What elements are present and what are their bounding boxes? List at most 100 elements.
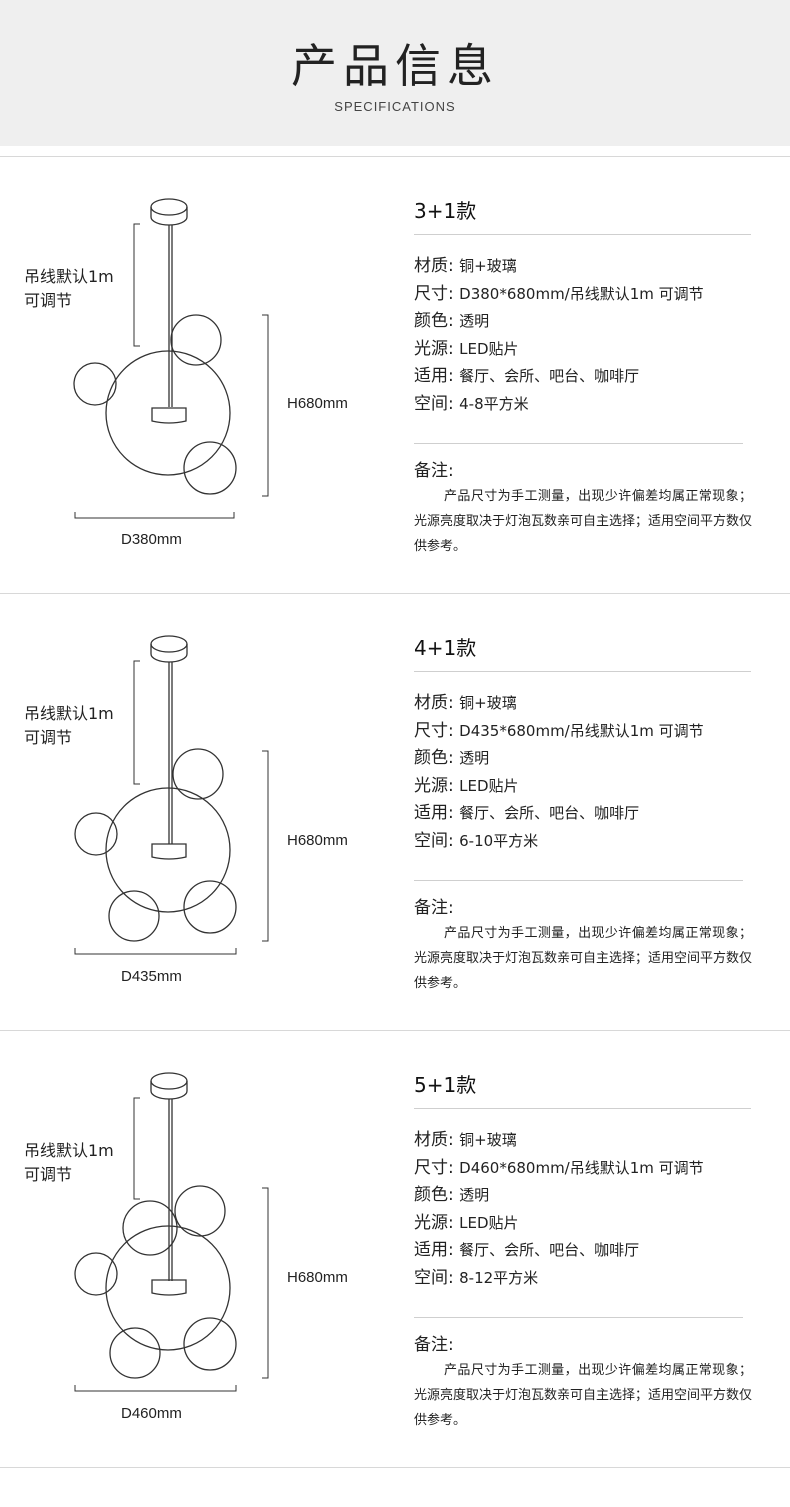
spec-value: 餐厅、会所、吧台、咖啡厅 (459, 1241, 640, 1260)
spec-value: 8-12平方米 (459, 1268, 539, 1287)
spec-key: 光源: (414, 338, 454, 359)
glass-globe-small (122, 1200, 178, 1256)
spec-key: 光源: (414, 775, 454, 796)
height-dimension-bracket (262, 314, 269, 497)
spec-row-usage: 适用: 餐厅、会所、吧台、咖啡厅 (414, 1237, 704, 1265)
page-title: 产品信息 (291, 39, 499, 93)
ceiling-canopy (150, 1072, 188, 1090)
spec-list: 材质: 铜+玻璃 尺寸: D380*680mm/吊线默认1m 可调节 颜色: 透… (414, 253, 704, 419)
spec-key: 空间: (414, 830, 454, 851)
glass-globe-large (105, 787, 231, 913)
divider (414, 671, 751, 672)
model-title: 3+1款 (414, 199, 477, 223)
divider (414, 1317, 743, 1318)
spec-list: 材质: 铜+玻璃 尺寸: D460*680mm/吊线默认1m 可调节 颜色: 透… (414, 1127, 704, 1293)
ceiling-canopy (150, 635, 188, 653)
cable-dimension-bracket (133, 223, 140, 347)
glass-globe-small (170, 314, 222, 366)
note-title: 备注: (414, 898, 454, 918)
spec-value: LED贴片 (459, 339, 519, 358)
diameter-dimension-bracket (74, 512, 235, 519)
spec-value: 铜+玻璃 (459, 694, 517, 712)
spec-row-light-source: 光源: LED贴片 (414, 1210, 704, 1238)
spec-value: 4-8平方米 (459, 394, 529, 413)
height-dimension-bracket (262, 1187, 269, 1379)
spec-value: D380*680mm/吊线默认1m 可调节 (459, 284, 704, 303)
spec-key: 空间: (414, 1267, 454, 1288)
spec-value: 铜+玻璃 (459, 257, 517, 275)
spec-row-light-source: 光源: LED贴片 (414, 336, 704, 364)
model-title: 5+1款 (414, 1073, 477, 1097)
spec-key: 适用: (414, 366, 454, 387)
note-text: 产品尺寸为手工测量，出现少许偏差均属正常现象；光源亮度取决于灯泡瓦数亲可自主选择… (414, 1363, 753, 1428)
cable-length-label: 吊线默认1m 可调节 (24, 1141, 114, 1184)
height-label: H680mm (287, 395, 348, 412)
cable-length-label: 吊线默认1m 可调节 (24, 267, 114, 310)
spec-row-material: 材质: 铜+玻璃 (414, 253, 704, 281)
spec-value: 铜+玻璃 (459, 1131, 517, 1149)
divider (414, 1108, 751, 1109)
model-title: 4+1款 (414, 636, 477, 660)
glass-globe-small (74, 812, 118, 856)
led-module (151, 407, 187, 424)
glass-globe-large (105, 1225, 231, 1351)
diameter-dimension-bracket (74, 948, 237, 955)
lamp-drawing-5plus1 (74, 1072, 269, 1392)
diameter-label: D460mm (121, 1405, 182, 1422)
spec-key: 材质: (414, 256, 454, 276)
height-dimension-bracket (262, 750, 269, 942)
note-text: 产品尺寸为手工测量，出现少许偏差均属正常现象；光源亮度取决于灯泡瓦数亲可自主选择… (414, 489, 753, 554)
spec-value: 透明 (459, 312, 490, 331)
glass-globe-small (109, 1327, 161, 1379)
glass-globe-small (174, 1185, 226, 1237)
header: 产品信息 SPECIFICATIONS (0, 0, 790, 146)
spec-key: 尺寸: (414, 720, 454, 741)
spec-value: 透明 (459, 1186, 490, 1205)
spec-key: 材质: (414, 1130, 454, 1150)
spec-row-size: 尺寸: D435*680mm/吊线默认1m 可调节 (414, 718, 704, 746)
diameter-label: D380mm (121, 531, 182, 548)
led-module (151, 1279, 187, 1296)
spec-value: 餐厅、会所、吧台、咖啡厅 (459, 804, 640, 823)
note-title: 备注: (414, 1335, 454, 1355)
spec-key: 适用: (414, 803, 454, 824)
cable-dimension-bracket (133, 1097, 140, 1200)
spec-key: 颜色: (414, 311, 454, 332)
divider (414, 443, 743, 444)
glass-globe-small (183, 441, 237, 495)
spec-row-material: 材质: 铜+玻璃 (414, 690, 704, 718)
glass-globe-small (183, 1317, 237, 1371)
spec-key: 尺寸: (414, 283, 454, 304)
ceiling-canopy (150, 198, 188, 216)
note-text: 产品尺寸为手工测量，出现少许偏差均属正常现象；光源亮度取决于灯泡瓦数亲可自主选择… (414, 926, 753, 991)
spec-key: 材质: (414, 693, 454, 713)
cable-dimension-bracket (133, 660, 140, 785)
spec-value: LED贴片 (459, 1213, 519, 1232)
spec-key: 颜色: (414, 748, 454, 769)
spec-row-space: 空间: 6-10平方米 (414, 828, 704, 856)
spec-row-space: 空间: 8-12平方米 (414, 1265, 704, 1293)
glass-globe-large (105, 350, 231, 476)
spec-value: 透明 (459, 749, 490, 768)
spec-row-color: 颜色: 透明 (414, 1182, 704, 1210)
spec-panel-4plus1: 吊线默认1m 可调节 H680mm D435mm 4+1款 材质: 铜+玻璃 尺… (0, 593, 790, 1030)
spec-panel-3plus1: 吊线默认1m 可调节 H680mm D380mm 3+1款 材质: 铜+玻璃 尺… (0, 156, 790, 593)
spec-row-space: 空间: 4-8平方米 (414, 391, 704, 419)
spec-list: 材质: 铜+玻璃 尺寸: D435*680mm/吊线默认1m 可调节 颜色: 透… (414, 690, 704, 856)
spec-row-usage: 适用: 餐厅、会所、吧台、咖啡厅 (414, 800, 704, 828)
spec-row-size: 尺寸: D380*680mm/吊线默认1m 可调节 (414, 281, 704, 309)
ceiling-canopy-body (150, 207, 188, 226)
lamp-drawing-4plus1 (74, 635, 269, 955)
diameter-label: D435mm (121, 968, 182, 985)
spec-row-size: 尺寸: D460*680mm/吊线默认1m 可调节 (414, 1155, 704, 1183)
cable-length-label: 吊线默认1m 可调节 (24, 704, 114, 747)
spec-key: 颜色: (414, 1185, 454, 1206)
spec-value: 餐厅、会所、吧台、咖啡厅 (459, 367, 640, 386)
note-title: 备注: (414, 461, 454, 481)
ceiling-canopy-body (150, 1081, 188, 1100)
spec-value: LED贴片 (459, 776, 519, 795)
spec-row-color: 颜色: 透明 (414, 308, 704, 336)
spec-row-material: 材质: 铜+玻璃 (414, 1127, 704, 1155)
diameter-dimension-bracket (74, 1385, 237, 1392)
spec-row-light-source: 光源: LED贴片 (414, 773, 704, 801)
